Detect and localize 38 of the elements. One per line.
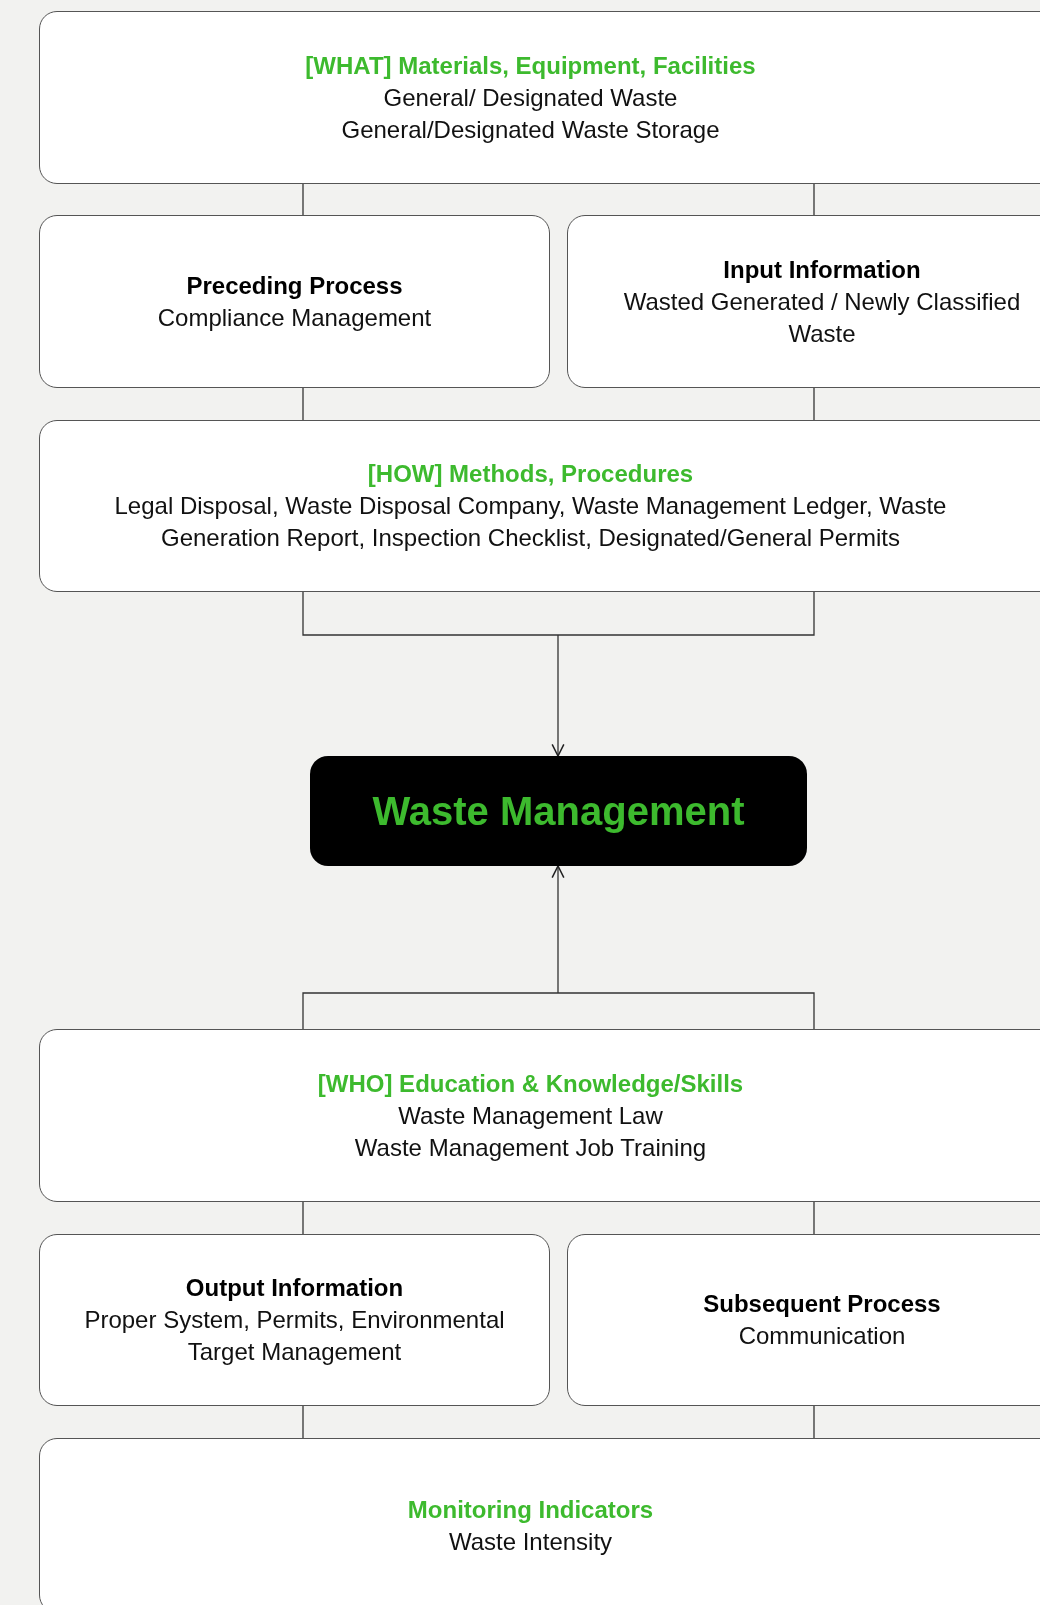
- section-heading: Preceding Process: [186, 270, 403, 301]
- body-text: Waste Management Job Training: [354, 1132, 707, 1163]
- section-heading: Subsequent Process: [703, 1289, 941, 1319]
- connector-line: [302, 387, 304, 421]
- arrow: [302, 865, 815, 1030]
- info-box: [567, 1234, 1040, 1406]
- info-box: [39, 420, 1040, 592]
- body-text: Communication: [738, 1321, 906, 1351]
- body-text: Proper System, Permits, Environmental Target Management: [83, 1305, 506, 1367]
- body-text: Legal Disposal, Waste Disposal Company, Waste Management Ledger, Waste Generation Report, Inspection Checklist, Designated/General Permits: [113, 491, 948, 553]
- connector-line: [302, 1201, 304, 1235]
- body-text: Compliance Management: [157, 302, 432, 333]
- info-box: [39, 1029, 1040, 1202]
- body-text: General/ Designated Waste: [383, 82, 678, 113]
- info-box: [39, 1438, 1040, 1605]
- connector-line: [813, 1405, 815, 1439]
- connector-line: [302, 183, 304, 216]
- connector-line: [813, 387, 815, 421]
- info-box: [39, 1234, 550, 1406]
- section-heading: [WHAT] Materials, Equipment, Facilities: [305, 50, 756, 81]
- section-heading: Output Information: [185, 1273, 404, 1303]
- section-heading: [HOW] Methods, Procedures: [367, 459, 694, 489]
- title-text: Waste Management: [372, 788, 745, 835]
- title-box: [310, 756, 807, 866]
- body-text: Waste Intensity: [448, 1526, 613, 1557]
- arrow: [302, 591, 815, 757]
- section-heading: [WHO] Education & Knowledge/Skills: [317, 1068, 744, 1099]
- body-text: General/Designated Waste Storage: [341, 114, 720, 145]
- body-text: Wasted Generated / Newly Classified Waste: [622, 286, 1022, 349]
- connector-line: [813, 183, 815, 216]
- body-text: Waste Management Law: [398, 1100, 663, 1131]
- info-box: [39, 215, 550, 388]
- section-heading: Input Information: [723, 254, 921, 285]
- info-box: [567, 215, 1040, 388]
- connector-line: [813, 1201, 815, 1235]
- info-box: [39, 11, 1040, 184]
- section-heading: Monitoring Indicators: [407, 1494, 654, 1525]
- connector-line: [302, 1405, 304, 1439]
